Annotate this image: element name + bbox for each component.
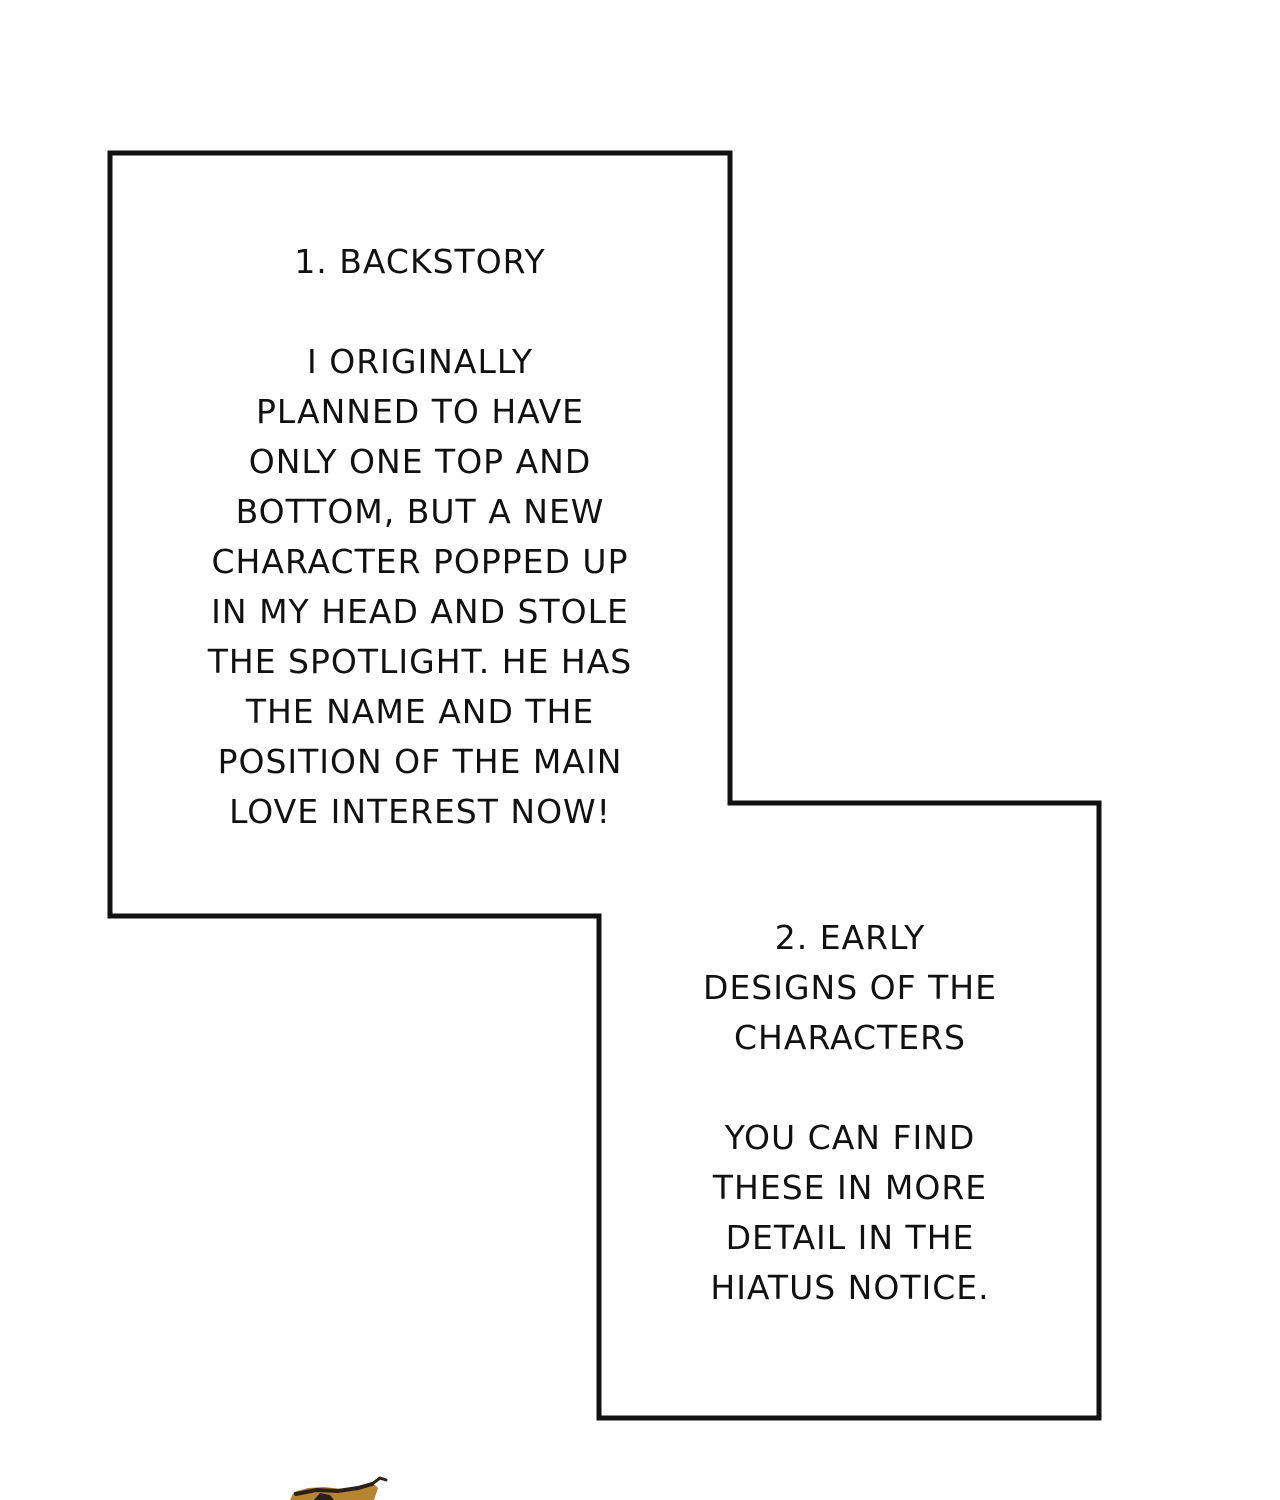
backstory-line: ONLY ONE TOP AND xyxy=(248,442,592,481)
backstory-line: BOTTOM, BUT A NEW xyxy=(235,492,605,531)
early-designs-line: THESE IN MORE xyxy=(712,1168,988,1207)
partial-illustration xyxy=(290,1476,388,1500)
early-designs-line: DETAIL IN THE xyxy=(725,1218,975,1257)
early-designs-heading: DESIGNS OF THE xyxy=(703,968,997,1007)
backstory-text-block: 1. BACKSTORY I ORIGINALLY PLANNED TO HAV… xyxy=(160,237,680,837)
backstory-line: IN MY HEAD AND STOLE xyxy=(211,592,629,631)
backstory-line: THE SPOTLIGHT. HE HAS xyxy=(207,642,633,681)
backstory-line: THE NAME AND THE xyxy=(245,692,595,731)
early-designs-heading: CHARACTERS xyxy=(734,1018,966,1057)
backstory-line: LOVE INTEREST NOW! xyxy=(229,792,611,831)
backstory-line: POSITION OF THE MAIN xyxy=(217,742,623,781)
early-designs-line: YOU CAN FIND xyxy=(724,1118,976,1157)
backstory-line: I ORIGINALLY xyxy=(307,342,533,381)
backstory-line: CHARACTER POPPED UP xyxy=(211,542,629,581)
early-designs-heading: 2. EARLY xyxy=(774,918,926,957)
backstory-line: PLANNED TO HAVE xyxy=(255,392,585,431)
spacer xyxy=(160,287,680,337)
backstory-heading: 1. BACKSTORY xyxy=(294,242,546,281)
early-designs-text-block: 2. EARLY DESIGNS OF THE CHARACTERS YOU C… xyxy=(640,913,1060,1313)
early-designs-line: HIATUS NOTICE. xyxy=(710,1268,990,1307)
spacer xyxy=(640,1063,1060,1113)
